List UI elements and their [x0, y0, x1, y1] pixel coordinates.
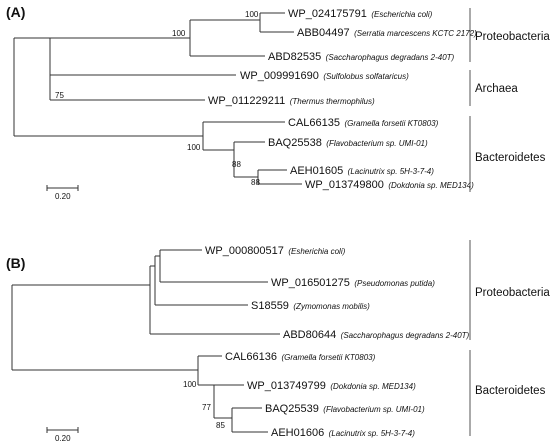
- group-label: Bacteroidetes: [475, 152, 546, 164]
- leaf-label: WP_000800517 (Esherichia coli): [205, 241, 346, 258]
- leaf-label: WP_013749800 (Dokdonia sp. MED134): [305, 175, 474, 192]
- leaf-label: WP_009991690 (Sulfolobus solfataricus): [240, 66, 409, 83]
- leaf-label: ABB04497 (Serratia marcescens KCTC 2172): [297, 23, 477, 40]
- panel-b-tree: [11, 249, 280, 433]
- bootstrap-value: 100: [172, 29, 186, 38]
- leaf-label: WP_011229211 (Thermus thermophilus): [208, 91, 375, 108]
- panel-a: (A): [6, 4, 550, 201]
- bootstrap-value: 100: [183, 380, 197, 389]
- group-label: Proteobacteria: [475, 31, 550, 43]
- leaf-label: WP_024175791 (Escherichia coli): [288, 4, 433, 21]
- leaf-label: ABD80644 (Saccharophagus degradans 2-40T…: [283, 325, 470, 342]
- panel-a-tree: [13, 12, 302, 185]
- leaf-label: CAL66136 (Gramella forsetii KT0803): [225, 347, 376, 364]
- bootstrap-value: 88: [251, 178, 260, 187]
- leaf-label: S18559 (Zymomonas mobilis): [251, 296, 370, 313]
- scale-bar-label: 0.20: [55, 434, 71, 443]
- leaf-label: WP_013749799 (Dokdonia sp. MED134): [247, 376, 416, 393]
- bootstrap-value: 100: [187, 143, 201, 152]
- leaf-label: WP_016501275 (Pseudomonas putida): [271, 273, 435, 290]
- bootstrap-value: 77: [202, 403, 211, 412]
- panel-a-label: (A): [6, 4, 25, 20]
- leaf-label: CAL66135 (Gramella forsetii KT0803): [288, 113, 439, 130]
- group-label: Archaea: [475, 83, 518, 95]
- bootstrap-value: 75: [55, 91, 64, 100]
- leaf-label: AEH01605 (Lacinutrix sp. 5H-3-7-4): [290, 161, 434, 178]
- bootstrap-value: 85: [216, 421, 225, 430]
- panel-b-label: (B): [6, 255, 25, 271]
- group-label: Bacteroidetes: [475, 385, 546, 397]
- bootstrap-value: 100: [245, 10, 259, 19]
- scale-bar-label: 0.20: [55, 192, 71, 201]
- leaf-label: ABD82535 (Saccharophagus degradans 2-40T…: [268, 47, 455, 64]
- leaf-label: BAQ25539 (Flavobacterium sp. UMI-01): [265, 399, 425, 416]
- group-label: Proteobacteria: [475, 287, 550, 299]
- leaf-label: AEH01606 (Lacinutrix sp. 5H-3-7-4): [271, 423, 415, 440]
- panel-b: (B) WP_000800517: [6, 240, 550, 443]
- bootstrap-value: 88: [232, 160, 241, 169]
- leaf-label: BAQ25538 (Flavobacterium sp. UMI-01): [268, 133, 428, 150]
